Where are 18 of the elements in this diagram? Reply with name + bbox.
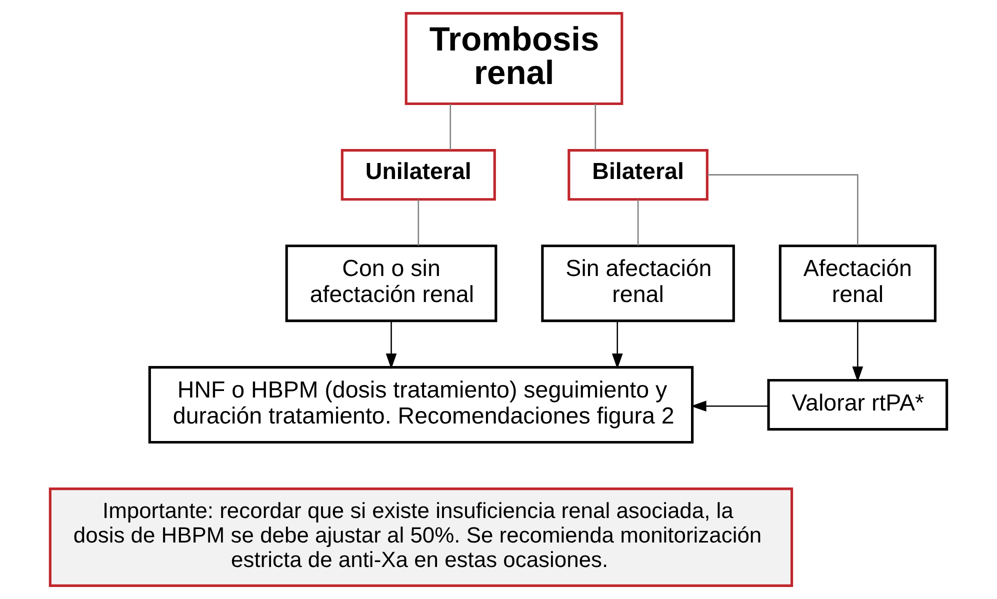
arrow — [852, 321, 864, 382]
connector — [637, 199, 639, 246]
connector — [708, 174, 858, 246]
arrow — [386, 321, 397, 370]
node-box: HNF o HBPM (dosis tratamiento) seguimiento y duración tratamiento. Recomendaciones figura 2 — [148, 366, 694, 444]
node-box: Importante: recordar que si existe insuficiencia renal asociada, la dosis de HBPM se debe ajustar al 50%. Se recomienda monitorización estricta de anti-Xa en estas ocasiones. — [48, 487, 794, 587]
arrow — [612, 321, 623, 370]
node-box: Sin afectación renal — [541, 244, 735, 322]
arrow — [690, 400, 768, 412]
node-box: Afectación renal — [778, 244, 936, 322]
connector — [594, 104, 596, 150]
node-box: Con o sin afectación renal — [285, 244, 498, 322]
node-box: Trombosis renal — [404, 12, 624, 106]
node-box: Valorar rtPA* — [767, 378, 948, 431]
node-box: Bilateral — [568, 148, 708, 201]
node-box: Unilateral — [340, 148, 496, 201]
connector — [450, 104, 452, 150]
connector — [418, 199, 420, 246]
